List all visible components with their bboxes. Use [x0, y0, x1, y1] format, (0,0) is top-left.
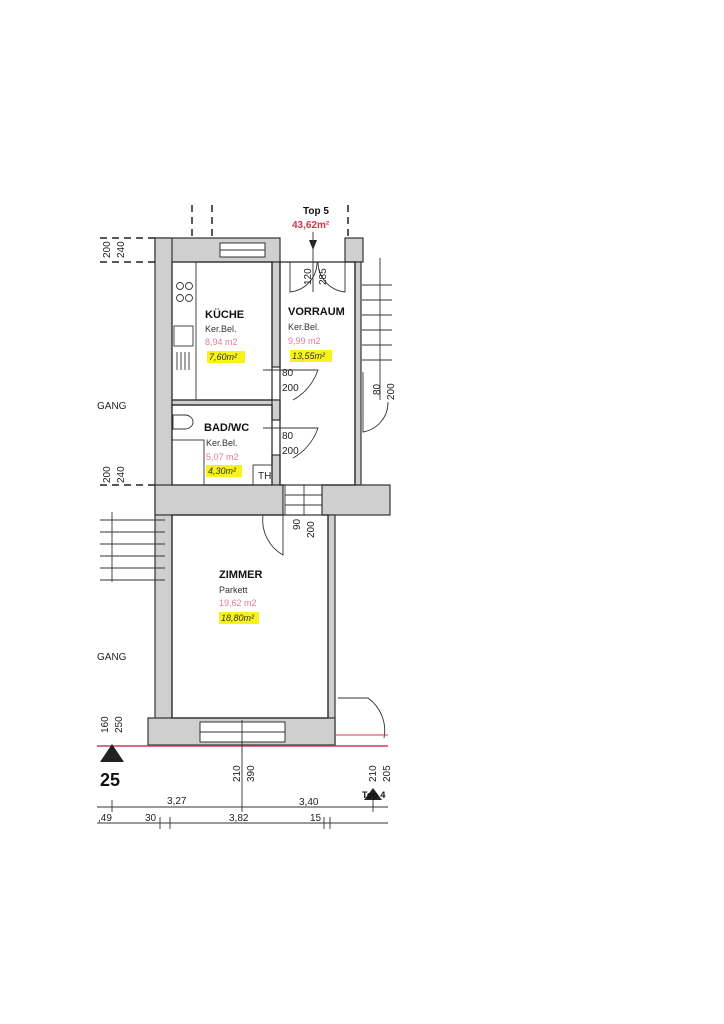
- door-width: 120: [303, 268, 314, 285]
- dimension-label: 30: [145, 813, 157, 824]
- door-width: 80: [282, 368, 294, 379]
- window-sill: 200: [102, 241, 113, 258]
- window-height: 240: [116, 241, 127, 258]
- door-height: 200: [282, 446, 299, 457]
- vorraum-area-new: 13,55m²: [292, 351, 326, 361]
- dimension-label: ,49: [98, 813, 112, 824]
- dimension-lines: [97, 800, 388, 829]
- zimmer-name: ZIMMER: [219, 569, 262, 581]
- window-sill: 200: [102, 466, 113, 483]
- zimmer-room: [171, 514, 329, 719]
- vorraum-area-orig: 9,99 m2: [288, 336, 321, 346]
- bad-name: BAD/WC: [204, 422, 249, 434]
- bad-area-new: 4,30m²: [208, 466, 237, 476]
- dimension-label: 3,82: [229, 813, 249, 824]
- bathroom-fixtures: [171, 414, 273, 486]
- top-next-label: Top 4: [362, 790, 385, 800]
- door-width: 80: [372, 383, 383, 395]
- dimension-label: 3,40: [299, 797, 319, 808]
- th-label: TH: [258, 471, 271, 482]
- stair-marker-icon: [364, 788, 382, 800]
- unit-total-area: 43,62m²: [292, 220, 330, 231]
- stair-marker-icon: [100, 744, 124, 762]
- vorraum-floor: Ker.Bel.: [288, 322, 320, 332]
- door-height: 285: [318, 268, 329, 285]
- dimension-label: 15: [310, 813, 322, 824]
- door-height: 200: [306, 521, 317, 538]
- unit-label: Top 5: [303, 206, 329, 217]
- bad-floor: Ker.Bel.: [206, 438, 238, 448]
- dimension-label: 3,27: [167, 796, 187, 807]
- door-width: 80: [282, 431, 294, 442]
- zimmer-area-new: 18,80m²: [221, 613, 255, 623]
- dashed-lines: [100, 205, 349, 486]
- vorraum-name: VORRAUM: [288, 306, 345, 318]
- window-height: 240: [116, 466, 127, 483]
- bad-area-orig: 5,07 m2: [206, 452, 239, 462]
- door-width: 210: [368, 765, 379, 782]
- door-height: 200: [386, 383, 397, 400]
- kitchen-counter: [171, 261, 197, 401]
- gang-label: GANG: [97, 401, 127, 412]
- zimmer-floor: Parkett: [219, 585, 248, 595]
- kueche-name: KÜCHE: [205, 308, 244, 321]
- door-width: 160: [100, 716, 111, 733]
- door-height: 205: [382, 765, 393, 782]
- door-width: 90: [292, 518, 303, 530]
- stair-number: 25: [100, 770, 120, 790]
- door-height: 250: [114, 716, 125, 733]
- kueche-area-new: 7,60m²: [209, 352, 238, 362]
- window-sill: 210: [232, 765, 243, 782]
- doors: [262, 261, 389, 739]
- stairs: [100, 258, 392, 582]
- zimmer-area-orig: 19,62 m2: [219, 598, 257, 608]
- kueche-area-orig: 8,94 m2: [205, 337, 238, 347]
- gang-label: GANG: [97, 652, 127, 663]
- kueche-floor: Ker.Bel.: [205, 324, 237, 334]
- windows: [199, 242, 286, 743]
- window-height: 390: [246, 765, 257, 782]
- walls: [147, 237, 391, 746]
- door-height: 200: [282, 383, 299, 394]
